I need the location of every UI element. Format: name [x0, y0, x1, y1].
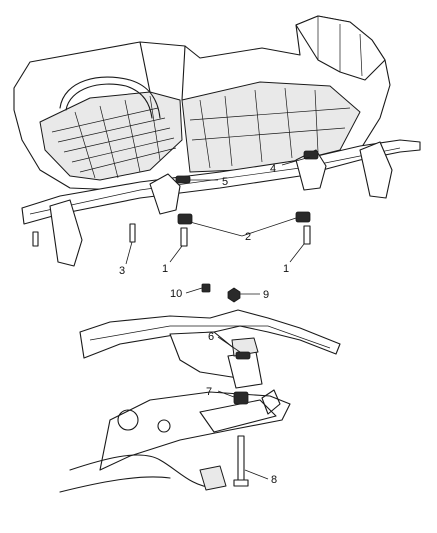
- retainer-10: [201, 283, 211, 293]
- body-mount-hardware-detail: [201, 283, 251, 487]
- bolt-3: [129, 223, 136, 243]
- lower-cushion-7: [233, 391, 249, 405]
- callout-1-left: 1: [162, 263, 168, 275]
- callout-5: 5: [222, 176, 228, 188]
- callout-3: 3: [119, 265, 125, 277]
- nut-9: [227, 287, 241, 303]
- bolt-rear: [32, 231, 39, 247]
- callout-9: 9: [263, 289, 269, 301]
- upper-cushion-6: [235, 351, 251, 360]
- callout-1-right: 1: [283, 263, 289, 275]
- bolt-8: [237, 435, 245, 481]
- body-mount-cushions-top: [32, 150, 319, 247]
- upper-cushion-4: [303, 150, 319, 160]
- callout-6: 6: [208, 331, 214, 343]
- bolt-1-right: [303, 225, 311, 245]
- callout-2: 2: [245, 231, 251, 243]
- callout-7: 7: [206, 386, 212, 398]
- frame-rail-detail: [59, 309, 341, 493]
- bolt-8-head: [233, 479, 249, 487]
- callout-leaders: [125, 156, 311, 480]
- bolt-1-left: [180, 227, 188, 247]
- upper-cushion-5: [175, 175, 191, 184]
- callout-8: 8: [271, 474, 277, 486]
- callout-labels: 1 1 2 3 4 5 6 7 8 9 10: [119, 163, 289, 486]
- callout-4: 4: [270, 163, 276, 175]
- callout-10: 10: [170, 288, 182, 300]
- lower-cushion-left: [177, 213, 193, 225]
- truck-body-assembly: [13, 15, 421, 267]
- lower-cushion-right: [295, 211, 311, 223]
